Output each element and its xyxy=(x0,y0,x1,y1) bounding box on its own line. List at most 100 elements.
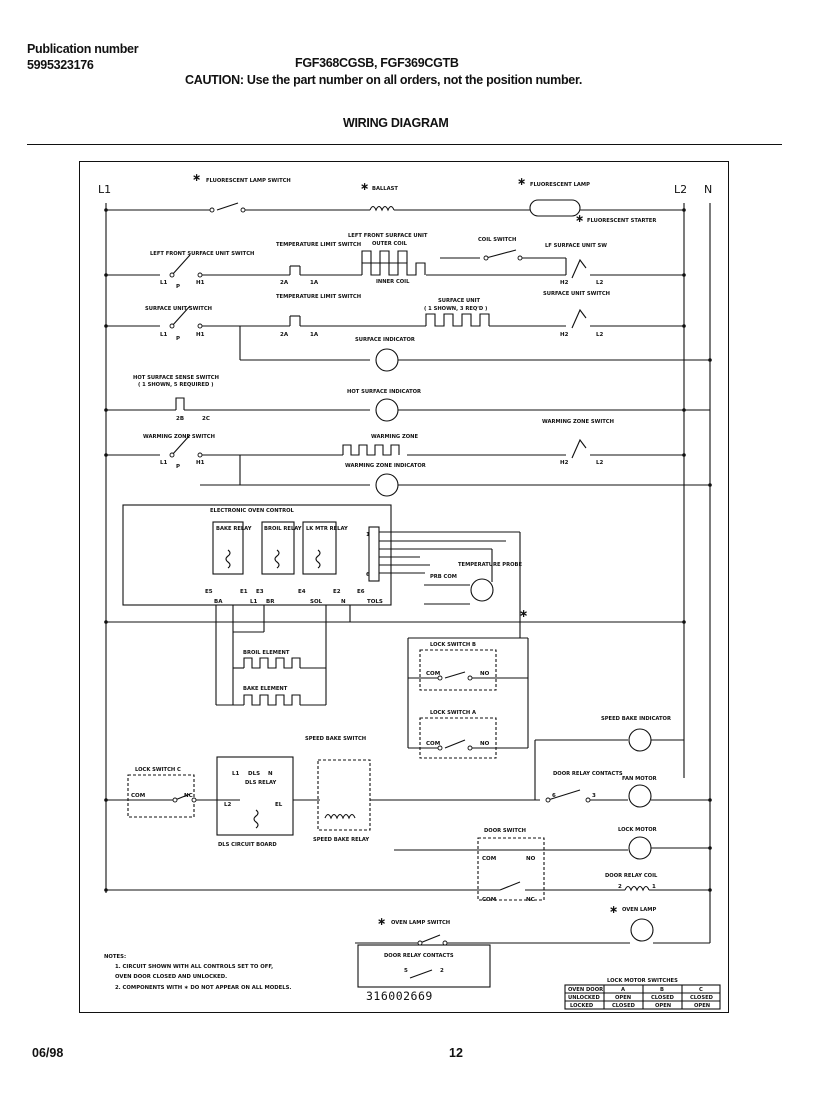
page-number: 12 xyxy=(449,1046,463,1060)
terminal-label: E6 xyxy=(357,589,365,595)
terminal-label: 3 xyxy=(592,793,596,799)
oven-lamp-switch-label: OVEN LAMP SWITCH xyxy=(391,920,450,926)
coil-switch-label: COIL SWITCH xyxy=(478,237,516,243)
terminal-label: H2 xyxy=(560,460,569,466)
l2-label: L2 xyxy=(674,183,687,196)
terminal-label: 1A xyxy=(310,332,319,338)
surface-unit-switch-r-label: SURFACE UNIT SWITCH xyxy=(543,291,610,297)
terminal-label: L2 xyxy=(596,280,604,286)
speed-bake-indicator-symbol xyxy=(628,728,652,752)
diagram-part-number: 316002669 xyxy=(366,989,433,1003)
lock-table-cell: LOCKED xyxy=(570,1003,594,1009)
door-switch-label: DOOR SWITCH xyxy=(484,828,526,834)
terminal-label: L1 xyxy=(160,460,168,466)
oven-lamp-symbol xyxy=(630,918,654,942)
dls-circuit-board-box xyxy=(216,756,294,836)
surface-unit-qty-label: ( 1 SHOWN, 3 REQ'D ) xyxy=(424,306,487,312)
lock-switch-c-label: LOCK SWITCH C xyxy=(135,767,181,773)
terminal-label: COM xyxy=(426,671,440,677)
terminal-label: P xyxy=(176,336,180,342)
terminal-label: COM xyxy=(482,897,496,903)
door-relay-coil-label: DOOR RELAY COIL xyxy=(605,873,658,879)
terminal-label: L1 xyxy=(232,771,240,777)
terminal-label: 2C xyxy=(202,416,210,422)
fan-motor-symbol xyxy=(628,784,652,808)
lf-surface-switch-label: LEFT FRONT SURFACE UNIT SWITCH xyxy=(150,251,254,257)
lf-surface-unit-label: LEFT FRONT SURFACE UNIT xyxy=(348,233,428,239)
bake-element-label: BAKE ELEMENT xyxy=(243,686,288,692)
note-line: 2. COMPONENTS WITH ∗ DO NOT APPEAR ON AL… xyxy=(115,985,291,991)
lock-switch-c-box xyxy=(127,774,195,818)
surface-unit-label: SURFACE UNIT xyxy=(438,298,481,304)
terminal-label: 2 xyxy=(618,884,622,890)
broil-element-label: BROIL ELEMENT xyxy=(243,650,290,656)
caution-note: CAUTION: Use the part number on all orde… xyxy=(185,73,582,87)
dls-relay-label: DLS RELAY xyxy=(245,780,277,786)
fluorescent-lamp-label: FLUORESCENT LAMP xyxy=(530,182,590,188)
terminal-label: N xyxy=(268,771,273,777)
lk-mtr-relay-label: LK MTR RELAY xyxy=(306,526,348,532)
terminal-label: H2 xyxy=(560,332,569,338)
lock-table-cell: CLOSED xyxy=(651,995,675,1001)
terminal-label: 2 xyxy=(440,968,444,974)
lock-table-header: OVEN DOOR xyxy=(568,987,603,993)
bake-element-symbol xyxy=(243,694,301,706)
terminal-label: NO xyxy=(526,856,536,862)
door-relay-contacts-label: DOOR RELAY CONTACTS xyxy=(553,771,623,777)
note-line: 1. CIRCUIT SHOWN WITH ALL CONTROLS SET T… xyxy=(115,964,273,970)
terminal-label: L1 xyxy=(250,599,258,605)
door-switch-box xyxy=(477,837,545,901)
lock-switch-a-box xyxy=(419,717,497,759)
terminal-label: P xyxy=(176,464,180,470)
broil-relay-label: BROIL RELAY xyxy=(264,526,302,532)
fluorescent-lamp-symbol xyxy=(529,199,581,217)
warming-zone-label: WARMING ZONE xyxy=(371,434,419,440)
lock-switch-a-label: LOCK SWITCH A xyxy=(430,710,476,716)
dls-circuit-board-label: DLS CIRCUIT BOARD xyxy=(218,842,277,848)
terminal-label: SOL xyxy=(310,599,323,605)
optional-star: ∗ xyxy=(517,175,526,188)
temp-limit-switch-1-label: TEMPERATURE LIMIT SWITCH xyxy=(276,242,361,248)
terminal-label: N xyxy=(341,599,346,605)
terminal-label: L1 xyxy=(160,280,168,286)
terminal-label: NC xyxy=(184,793,193,799)
terminal-label: NO xyxy=(480,741,490,747)
terminal-label: DLS xyxy=(248,771,260,777)
publication-number: 5995323176 xyxy=(27,58,94,72)
terminal-label: E2 xyxy=(333,589,341,595)
terminal-label: E3 xyxy=(256,589,264,595)
terminal-label: 2A xyxy=(280,280,289,286)
lock-table-header: B xyxy=(660,987,664,993)
surface-indicator-symbol xyxy=(375,348,399,372)
warming-zone-switch-label: WARMING ZONE SWITCH xyxy=(143,434,215,440)
terminal-label: 6 xyxy=(366,572,370,578)
n-label: N xyxy=(704,183,712,196)
lock-table-cell: CLOSED xyxy=(690,995,714,1001)
terminal-label: 2B xyxy=(176,416,184,422)
header-divider xyxy=(27,144,782,145)
terminal-label: E5 xyxy=(205,589,213,595)
door-relay-contacts-2-label: DOOR RELAY CONTACTS xyxy=(384,953,454,959)
terminal-label: 5 xyxy=(404,968,408,974)
notes-title: NOTES: xyxy=(104,954,126,960)
electronic-oven-control-box xyxy=(122,504,392,606)
prb-com-label: PRB COM xyxy=(430,574,457,580)
speed-bake-relay-box xyxy=(317,759,371,831)
terminal-label: TOLS xyxy=(367,599,383,605)
surface-unit-symbol xyxy=(425,313,490,327)
outer-coil-label: OUTER COIL xyxy=(372,241,408,247)
optional-star: ∗ xyxy=(575,212,584,225)
terminal-label: BA xyxy=(214,599,223,605)
fluor-lamp-switch-label: FLUORESCENT LAMP SWITCH xyxy=(206,178,291,184)
optional-star: ∗ xyxy=(360,180,369,193)
terminal-label: EL xyxy=(275,802,283,808)
bake-relay-label: BAKE RELAY xyxy=(216,526,252,532)
oven-lamp-label: OVEN LAMP xyxy=(622,907,656,913)
terminal-label: 1 xyxy=(652,884,656,890)
speed-bake-relay-label: SPEED BAKE RELAY xyxy=(313,837,369,843)
lock-table-cell: CLOSED xyxy=(612,1003,636,1009)
terminal-label: 2A xyxy=(280,332,289,338)
warming-zone-indicator-symbol xyxy=(375,473,399,497)
warming-zone-indicator-label: WARMING ZONE INDICATOR xyxy=(345,463,426,469)
ballast-label: BALLAST xyxy=(372,186,398,192)
